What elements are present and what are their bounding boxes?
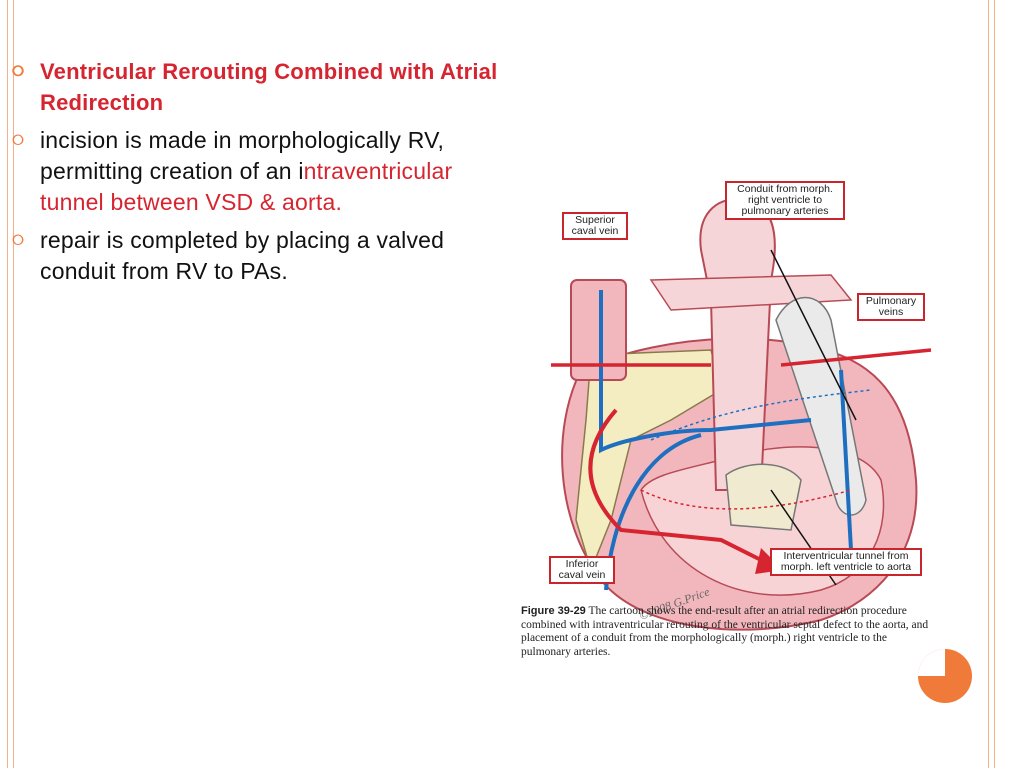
label-superior-caval-vein: Superior caval vein [562,212,628,240]
bullet-repair: ⭘ repair is completed by placing a valve… [10,225,510,287]
bullet-icon: ⭘ [12,132,25,149]
bullet-repair-text: repair is completed by placing a valved … [40,227,445,284]
bullet-icon: ⭘ [12,232,25,249]
blue-flow-line [599,290,812,454]
conduit [775,296,867,516]
figure-caption: Figure 39-29 The cartoon shows the end-r… [521,605,931,659]
label-interventricular-tunnel: Interventricular tunnel from morph. left… [770,548,922,576]
tunnel-patch [725,463,802,531]
bullet-heading-text: Ventricular Rerouting Combined with Atri… [40,59,498,115]
bullet-incision: ⭘ incision is made in morphologically RV… [10,125,510,218]
label-inferior-caval-vein: Inferior caval vein [549,556,615,584]
blue-flow-arrow [839,369,853,551]
corner-quarter [918,649,945,676]
bullet-incision-highlight: ntraventricular tunnel between VSD & aor… [40,158,453,215]
corner-decoration [918,649,972,703]
bullet-incision-text: incision is made in morphologically RV, … [40,127,445,184]
red-flow-line [551,348,932,367]
left-frame-line [7,0,8,768]
dotted-line [640,489,852,510]
right-frame-line-inner [994,0,995,768]
label-conduit: Conduit from morph. right ventricle to p… [725,181,845,220]
bullet-icon: ⭘ [12,63,25,80]
bullet-list: ⭘ Ventricular Rerouting Combined with At… [10,56,510,294]
superior-caval-vein [570,279,627,381]
left-frame-line-inner [13,0,14,768]
caption-text: The cartoon shows the end-result after a… [521,605,929,658]
bullet-heading: ⭘ Ventricular Rerouting Combined with At… [10,56,510,118]
label-pulmonary-veins: Pulmonary veins [857,293,925,321]
red-flow-line [588,408,762,562]
caption-title: Figure 39-29 [521,605,586,617]
right-frame-line [988,0,989,768]
pointer-line [770,249,857,421]
dotted-line [650,389,872,441]
